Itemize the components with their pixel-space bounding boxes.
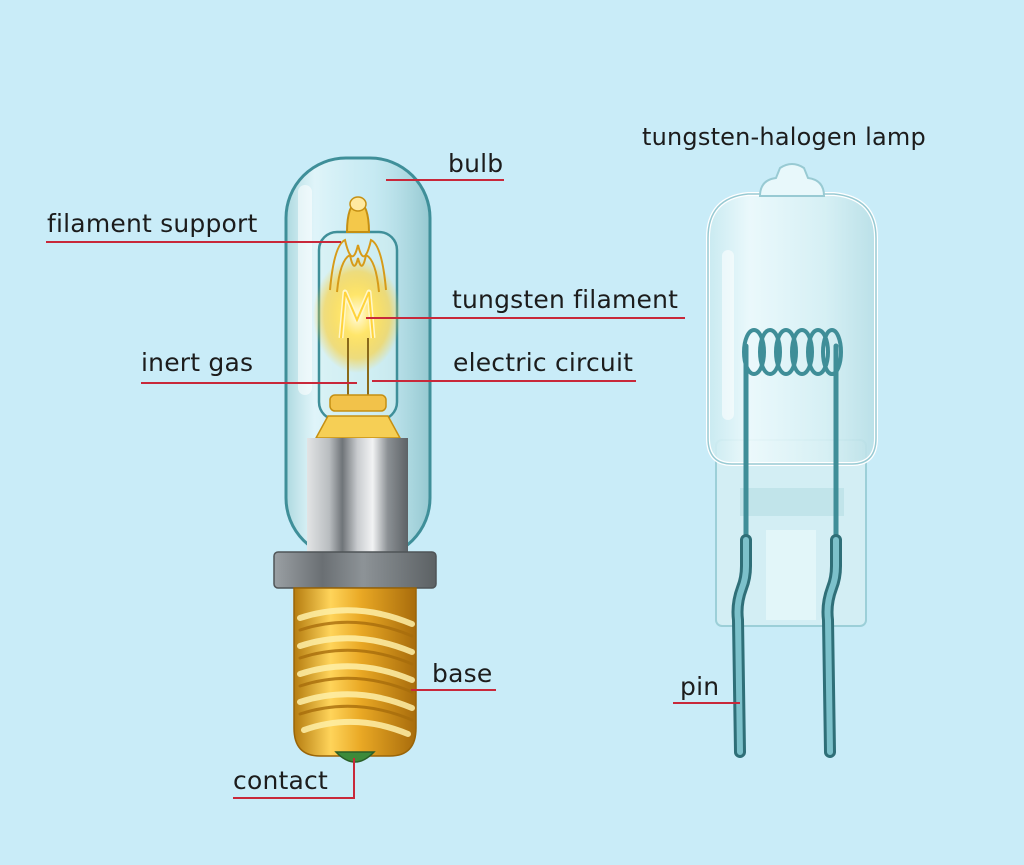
- label-bulb: bulb: [448, 149, 504, 178]
- label-contact: contact: [233, 766, 328, 795]
- press-seal: [314, 394, 402, 439]
- base-contact: [334, 751, 376, 763]
- label-electric-circuit: electric circuit: [453, 348, 634, 377]
- filament-support-wires: [329, 238, 387, 293]
- halogen-pins: [731, 534, 842, 758]
- halogen-lamp: [706, 163, 878, 758]
- electric-circuit-leads: [347, 338, 369, 398]
- leader-lines: [46, 179, 740, 799]
- lamp-ring: [273, 551, 437, 589]
- halogen-leads: [743, 343, 839, 543]
- halogen-coil: [742, 328, 843, 376]
- incandescent-lamp: [273, 156, 437, 763]
- label-base: base: [432, 659, 493, 688]
- label-pin: pin: [680, 672, 720, 701]
- label-filament-support: filament support: [47, 209, 258, 238]
- label-tungsten-filament: tungsten filament: [452, 285, 679, 314]
- screw-base: [293, 587, 417, 757]
- label-inert-gas: inert gas: [141, 348, 254, 377]
- lamp-collar: [307, 438, 408, 552]
- leader-contact: [233, 758, 355, 799]
- diagram-title: tungsten-halogen lamp: [642, 123, 926, 151]
- halogen-tip: [758, 163, 826, 197]
